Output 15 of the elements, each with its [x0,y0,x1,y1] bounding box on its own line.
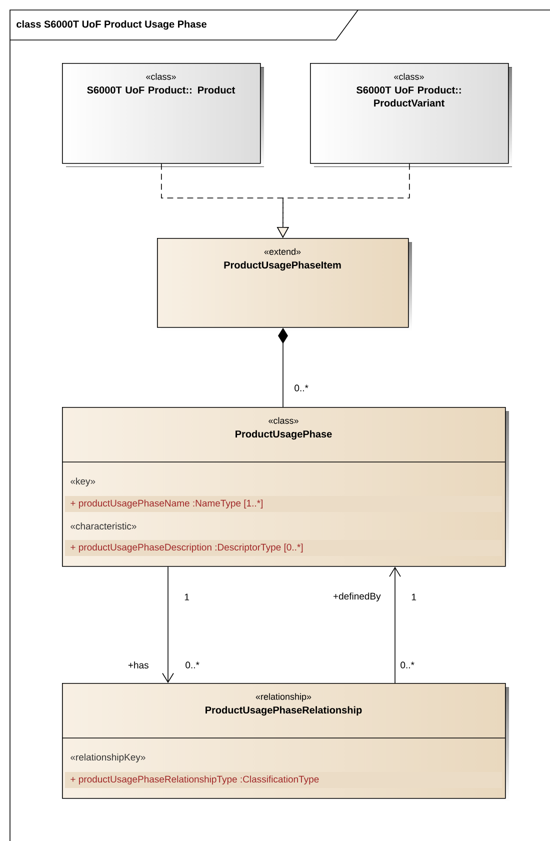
role-name: +has [128,662,148,668]
multiplicity-label: 0..* [186,662,200,668]
class-box: «relationship» ProductUsagePhaseRelationship «relationshipKey» + productUsagePhaseRelationshipType :ClassificationType [62,683,509,802]
multiplicity-label: 0..* [294,384,308,392]
multiplicity-label: 1 [412,594,416,600]
association-arrow [162,566,174,683]
association-arrow [389,566,401,684]
class-box: «class» S6000T UoF Product:: Product [62,63,264,167]
role-name: +definedBy [333,592,381,602]
class-box: «class» ProductUsagePhase «key» + productUsagePhaseName :NameType [1..*] «characteristic» + productUsagePhaseDescription :DescriptorType [0..*] [62,407,509,570]
multiplicity-label: 1 [184,594,190,600]
frame-title: class S6000T UoF Product Usage Phase [16,20,206,30]
multiplicity-label: 0..* [400,662,414,668]
class-box: «class» S6000T UoF Product:: ProductVariant [310,63,512,167]
class-box: «extend» ProductUsagePhaseItem [157,238,412,331]
